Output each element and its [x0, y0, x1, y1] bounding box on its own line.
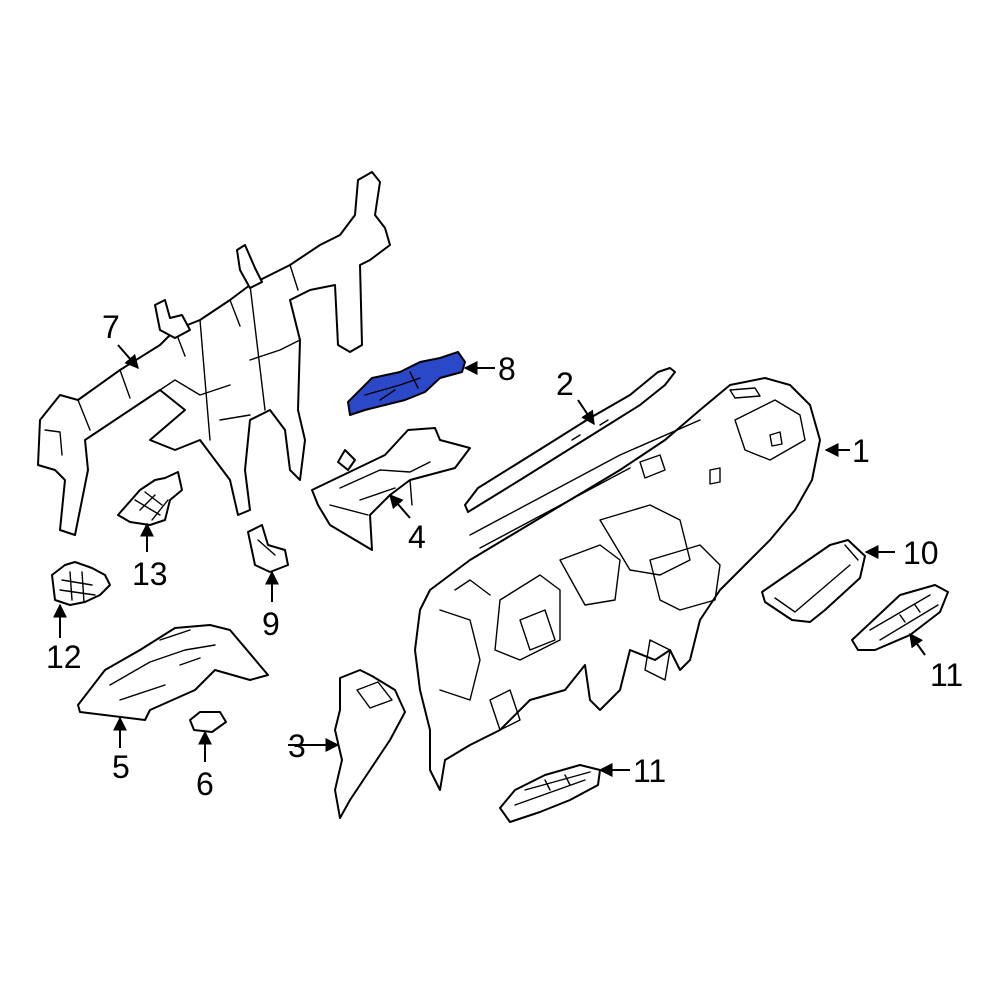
callout-3: 3 — [288, 728, 306, 764]
callout-labels: 1 2 3 4 5 6 7 8 9 10 11 11 12 13 — [46, 309, 963, 802]
part-4-panel[interactable] — [311, 427, 471, 551]
part-3-side-cover[interactable] — [334, 669, 406, 819]
callout-5: 5 — [112, 749, 130, 785]
part-13-bracket[interactable] — [117, 471, 183, 526]
callout-9: 9 — [262, 606, 280, 642]
leader-11a — [909, 632, 926, 656]
part-8-bracket[interactable] — [347, 351, 466, 416]
part-6-clip[interactable] — [189, 711, 227, 733]
part-5-lower-panel[interactable] — [77, 624, 269, 721]
part-11-switch-lower[interactable] — [499, 764, 601, 823]
callout-7: 7 — [102, 309, 120, 345]
callout-10: 10 — [903, 535, 939, 571]
callout-8: 8 — [498, 351, 516, 387]
leader-lines — [53, 344, 926, 777]
part-1-instrument-panel[interactable] — [414, 377, 821, 791]
callout-4: 4 — [408, 519, 426, 555]
part-11-switch-upper[interactable] — [851, 584, 949, 651]
callout-11-lower: 11 — [633, 753, 666, 789]
callout-2: 2 — [556, 366, 574, 402]
part-7-cross-car-beam[interactable] — [37, 171, 391, 536]
part-9-bracket[interactable] — [247, 524, 289, 573]
leader-2 — [577, 399, 595, 426]
part-2-strip[interactable] — [464, 367, 676, 513]
part-12-clip[interactable] — [51, 561, 111, 606]
leader-7 — [117, 344, 139, 370]
callout-1: 1 — [852, 433, 870, 469]
part-8-fill — [347, 351, 466, 416]
callout-13: 13 — [132, 556, 168, 592]
callout-11-upper: 11 — [930, 657, 963, 693]
part-10-module[interactable] — [761, 539, 866, 623]
callout-6: 6 — [196, 766, 214, 802]
leader-4 — [389, 493, 411, 519]
callout-12: 12 — [46, 639, 82, 675]
